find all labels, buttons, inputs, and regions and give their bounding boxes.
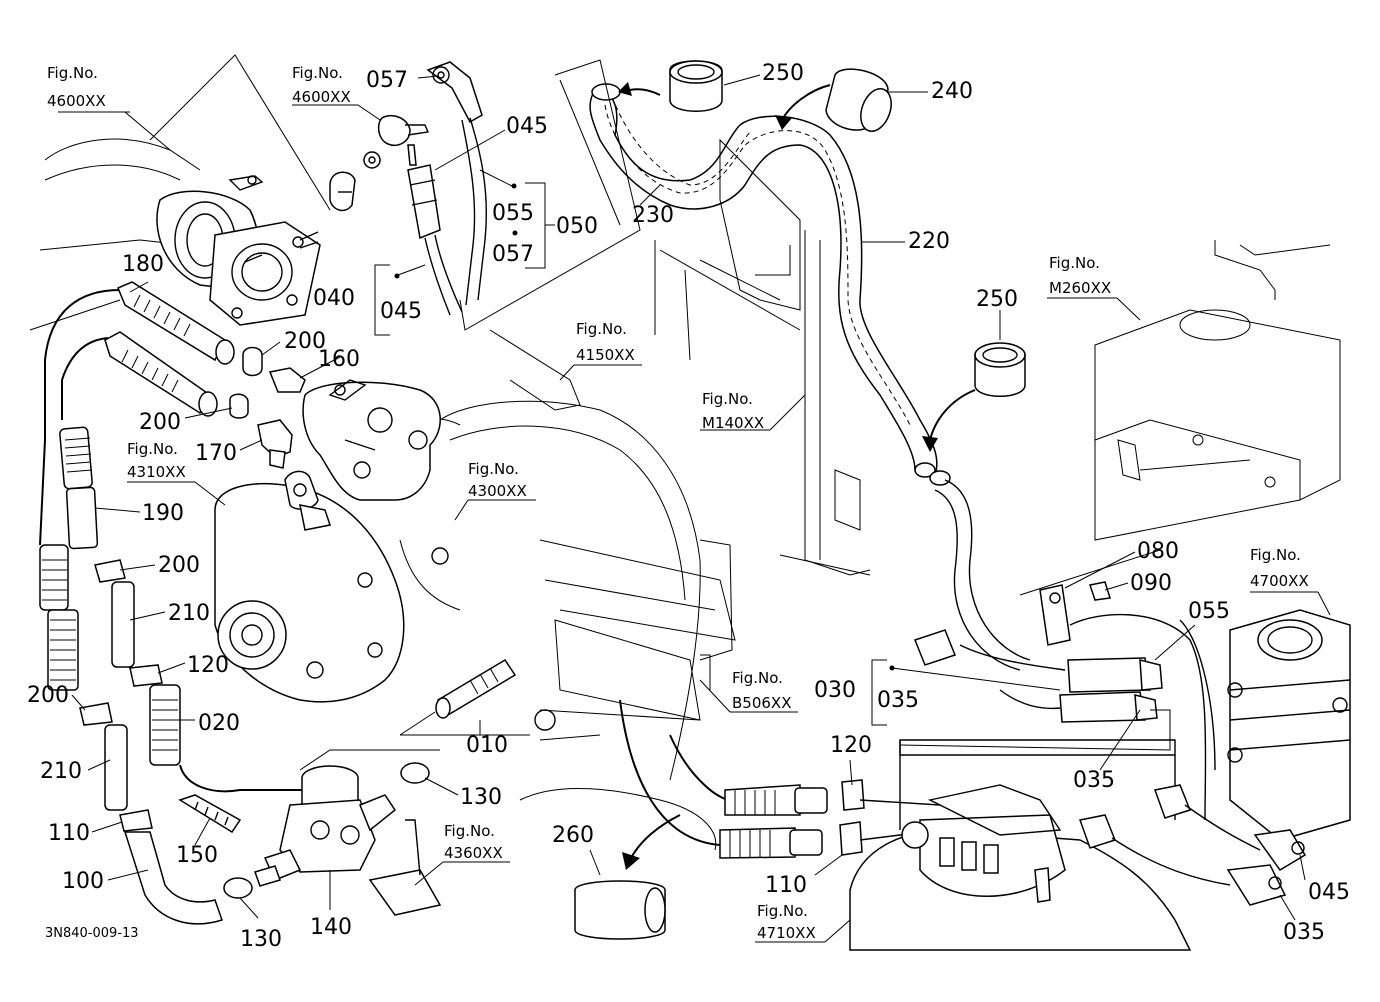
part-label: 045 <box>1308 880 1350 905</box>
fig-ref-prefix: Fig.No. <box>468 460 519 478</box>
part-label: 055 <box>1188 599 1230 624</box>
part-label: 250 <box>976 287 1018 312</box>
bracket-dots <box>394 183 895 671</box>
fig-ref-prefix: Fig.No. <box>576 320 627 338</box>
part-label: 045 <box>380 299 422 324</box>
part-label: 055 <box>492 201 534 226</box>
sensor-connector <box>407 61 488 316</box>
water-pump <box>214 470 405 703</box>
part-label: 250 <box>762 61 804 86</box>
right-valve-block <box>1079 609 1351 906</box>
fig-ref-prefix: Fig.No. <box>702 390 753 408</box>
part-label: 200 <box>284 329 326 354</box>
part-label: 020 <box>198 711 240 736</box>
diagram-code: 3N840-009-13 <box>45 926 139 941</box>
part-label: 200 <box>158 553 200 578</box>
thermostat-housing <box>156 175 321 326</box>
fig-ref-code: 4150XX <box>576 346 635 364</box>
temperature-sensor <box>329 114 430 212</box>
part-label: 030 <box>814 678 856 703</box>
assembly-arrows <box>618 82 976 870</box>
fig-ref-prefix: Fig.No. <box>47 64 98 82</box>
part-label: 035 <box>1283 920 1325 945</box>
part-label: 110 <box>765 873 807 898</box>
part-label: 080 <box>1137 539 1179 564</box>
part-number-labels: 057 045 055 057 050 040 045 250 240 230 … <box>27 61 1350 952</box>
heater-hose-left <box>39 289 121 691</box>
fig-ref-prefix: Fig.No. <box>292 64 343 82</box>
fig-ref-code: 4360XX <box>444 844 503 862</box>
fig-ref-prefix: Fig.No. <box>732 669 783 687</box>
wire-harness-middle <box>914 479 1216 821</box>
part-label: 035 <box>877 688 919 713</box>
thermostat-cover <box>302 379 441 501</box>
fig-ref-prefix: Fig.No. <box>757 902 808 920</box>
part-label: 160 <box>318 347 360 372</box>
part-label: 110 <box>48 821 90 846</box>
tank-cover <box>1094 240 1341 541</box>
fig-ref-prefix: Fig.No. <box>1250 546 1301 564</box>
part-label: 180 <box>122 252 164 277</box>
part-label: 150 <box>176 843 218 868</box>
fig-ref-code: M140XX <box>702 414 764 432</box>
part-label: 045 <box>506 114 548 139</box>
fig-ref-prefix: Fig.No. <box>1049 254 1100 272</box>
part-label: 210 <box>168 601 210 626</box>
fig-ref-code: 4700XX <box>1250 572 1309 590</box>
radiator-frame <box>29 138 231 331</box>
part-label: 100 <box>62 869 104 894</box>
fig-reference-labels: Fig.No. 4600XX Fig.No. 4600XX Fig.No. 41… <box>47 64 1309 942</box>
fig-ref-code: 4600XX <box>47 92 106 110</box>
foam-sleeves <box>574 60 1026 940</box>
part-label: 130 <box>460 785 502 810</box>
part-label: 210 <box>40 759 82 784</box>
heater-hoses-right <box>619 699 941 859</box>
fig-ref-code: 4300XX <box>468 482 527 500</box>
part-label: 190 <box>142 501 184 526</box>
fig-ref-code: 4600XX <box>292 88 351 106</box>
part-label: 057 <box>366 68 408 93</box>
hose-clamps <box>79 346 263 832</box>
part-label: 130 <box>240 927 282 952</box>
part-label: 200 <box>27 683 69 708</box>
reserve-tank <box>849 739 1192 951</box>
fig-ref-prefix: Fig.No. <box>444 822 495 840</box>
fig-ref-code: B506XX <box>732 694 791 712</box>
pipe-fittings <box>257 367 306 469</box>
part-label: 040 <box>313 286 355 311</box>
leader-lines <box>58 54 1331 943</box>
part-label: 140 <box>310 915 352 940</box>
part-label: 260 <box>552 823 594 848</box>
part-label: 200 <box>139 410 181 435</box>
part-label: 240 <box>931 79 973 104</box>
fig-ref-code: 4710XX <box>757 924 816 942</box>
part-label: 170 <box>195 441 237 466</box>
part-label: 035 <box>1073 768 1115 793</box>
fig-ref-prefix: Fig.No. <box>127 440 178 458</box>
part-label: 120 <box>187 653 229 678</box>
part-label: 090 <box>1130 571 1172 596</box>
part-label: 050 <box>556 214 598 239</box>
fig-ref-code: M260XX <box>1049 279 1111 297</box>
engine-block <box>379 329 736 851</box>
part-label: 220 <box>908 229 950 254</box>
radiator-hose-upper <box>589 83 951 486</box>
part-label: 120 <box>830 733 872 758</box>
solenoid-valve <box>178 762 442 916</box>
pipes-lower-left <box>104 581 305 925</box>
hose-010 <box>435 658 517 719</box>
part-label: 057 <box>492 242 534 267</box>
bypass-hose-180 <box>104 281 235 417</box>
part-label: 230 <box>632 203 674 228</box>
fig-ref-code: 4310XX <box>127 463 186 481</box>
part-label: 010 <box>466 733 508 758</box>
